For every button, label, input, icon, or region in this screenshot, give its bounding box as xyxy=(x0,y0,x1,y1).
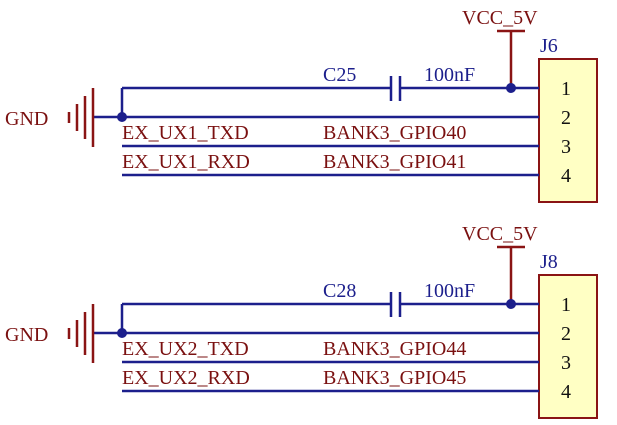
net-right-label-2: BANK3_GPIO41 xyxy=(323,151,466,173)
cap-ref: C28 xyxy=(323,280,356,302)
vcc-junction xyxy=(506,299,516,309)
net-left-label-2: EX_UX2_RXD xyxy=(122,367,250,389)
pin-number-1: 1 xyxy=(561,294,571,316)
pin-number-2: 2 xyxy=(561,323,571,345)
vcc-junction xyxy=(506,83,516,93)
connector-body[interactable] xyxy=(538,274,598,419)
vcc-label: VCC_5V xyxy=(462,7,538,29)
pin-number-4: 4 xyxy=(561,381,571,403)
ground-icon xyxy=(67,88,95,147)
gnd-junction xyxy=(117,328,127,338)
pin-number-3: 3 xyxy=(561,352,571,374)
pin-number-2: 2 xyxy=(561,107,571,129)
pin-number-1: 1 xyxy=(561,78,571,100)
pin-number-4: 4 xyxy=(561,165,571,187)
net-left-label-1: EX_UX1_TXD xyxy=(122,122,249,144)
net-right-label-1: BANK3_GPIO40 xyxy=(323,122,466,144)
vcc-label: VCC_5V xyxy=(462,223,538,245)
net-right-label-1: BANK3_GPIO44 xyxy=(323,338,466,360)
connector-ref: J8 xyxy=(540,251,558,273)
connector-block-j8: VCC_5V J8 1 2 3 4 C28 100nF GND EX_UX2_T… xyxy=(5,223,598,419)
net-left-label-2: EX_UX1_RXD xyxy=(122,151,250,173)
gnd-junction xyxy=(117,112,127,122)
pin-number-3: 3 xyxy=(561,136,571,158)
cap-value: 100nF xyxy=(424,280,475,302)
gnd-label: GND xyxy=(5,324,48,346)
connector-ref: J6 xyxy=(540,35,558,57)
net-left-label-1: EX_UX2_TXD xyxy=(122,338,249,360)
connector-body[interactable] xyxy=(538,58,598,203)
cap-ref: C25 xyxy=(323,64,356,86)
cap-value: 100nF xyxy=(424,64,475,86)
gnd-label: GND xyxy=(5,108,48,130)
connector-block-j6: VCC_5V J6 1 2 3 4 C25 100nF GND EX_UX1_T… xyxy=(5,7,598,203)
ground-icon xyxy=(67,304,95,363)
net-right-label-2: BANK3_GPIO45 xyxy=(323,367,466,389)
